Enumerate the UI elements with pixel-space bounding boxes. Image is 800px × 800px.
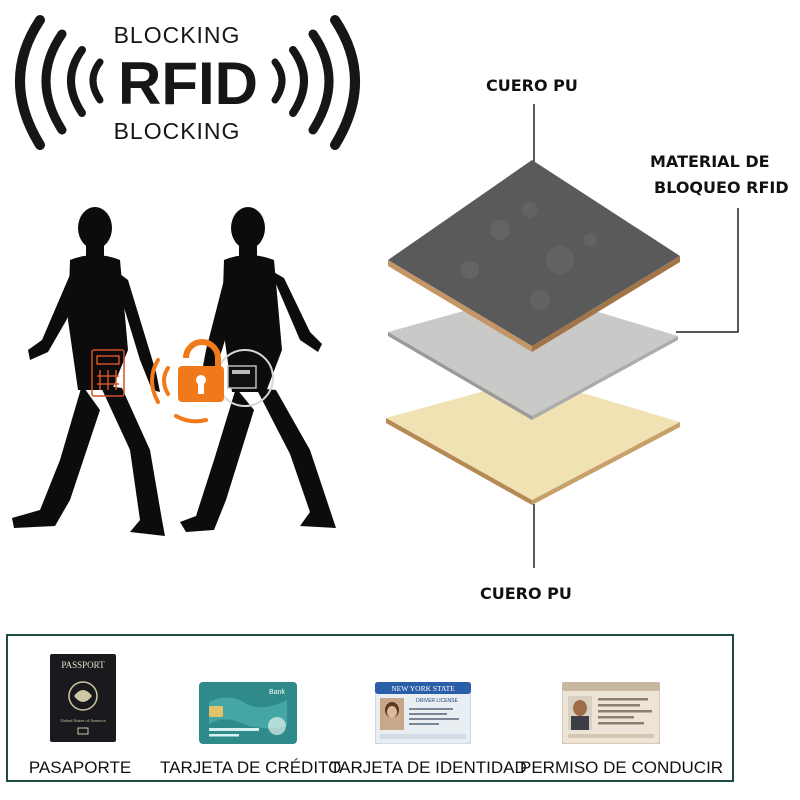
passport-cover-subtext: United States of America xyxy=(60,718,105,723)
walking-people-rfid-theft-icon xyxy=(12,207,336,536)
logo-bottom-text: BLOCKING xyxy=(113,118,241,144)
logo-main-text: RFID xyxy=(118,50,258,117)
layer-middle-rfid-material xyxy=(388,292,678,420)
driving-permit-icon xyxy=(562,682,660,744)
passport-cover-text: PASSPORT xyxy=(61,660,105,670)
logo-top-text: BLOCKING xyxy=(113,22,241,48)
passport-icon: PASSPORT United States of America xyxy=(50,654,116,742)
id-card-title: NEW YORK STATE xyxy=(391,684,455,693)
layer-middle-label-line2: BLOQUEO RFID xyxy=(654,178,789,197)
padlock-icon xyxy=(178,339,224,402)
credit-card-icon: Bank xyxy=(199,682,297,744)
layer-bottom-label: CUERO PU xyxy=(480,584,572,603)
credit-card-bank-text: Bank xyxy=(269,689,285,696)
doc-label-id-card: TARJETA DE IDENTIDAD xyxy=(330,758,527,777)
id-card-subtitle: DRIVER LICENSE xyxy=(416,698,458,704)
layer-top-label: CUERO PU xyxy=(486,76,578,95)
doc-label-passport: PASAPORTE xyxy=(28,758,132,777)
doc-label-driving-permit: PERMISO DE CONDUCIR xyxy=(520,758,724,777)
id-card-icon: NEW YORK STATE DRIVER LICENSE xyxy=(375,682,471,744)
layer-middle-label-line1: MATERIAL DE xyxy=(650,152,770,171)
doc-label-credit-card: TARJETA DE CRÉDITO xyxy=(160,758,342,777)
layer-top-leather xyxy=(388,160,680,352)
layer-stack-diagram xyxy=(386,104,739,568)
signal-waves-icon xyxy=(15,15,360,150)
rfid-blocking-logo: BLOCKING RFID BLOCKING xyxy=(0,0,390,160)
layer-bottom-leather xyxy=(386,378,680,505)
